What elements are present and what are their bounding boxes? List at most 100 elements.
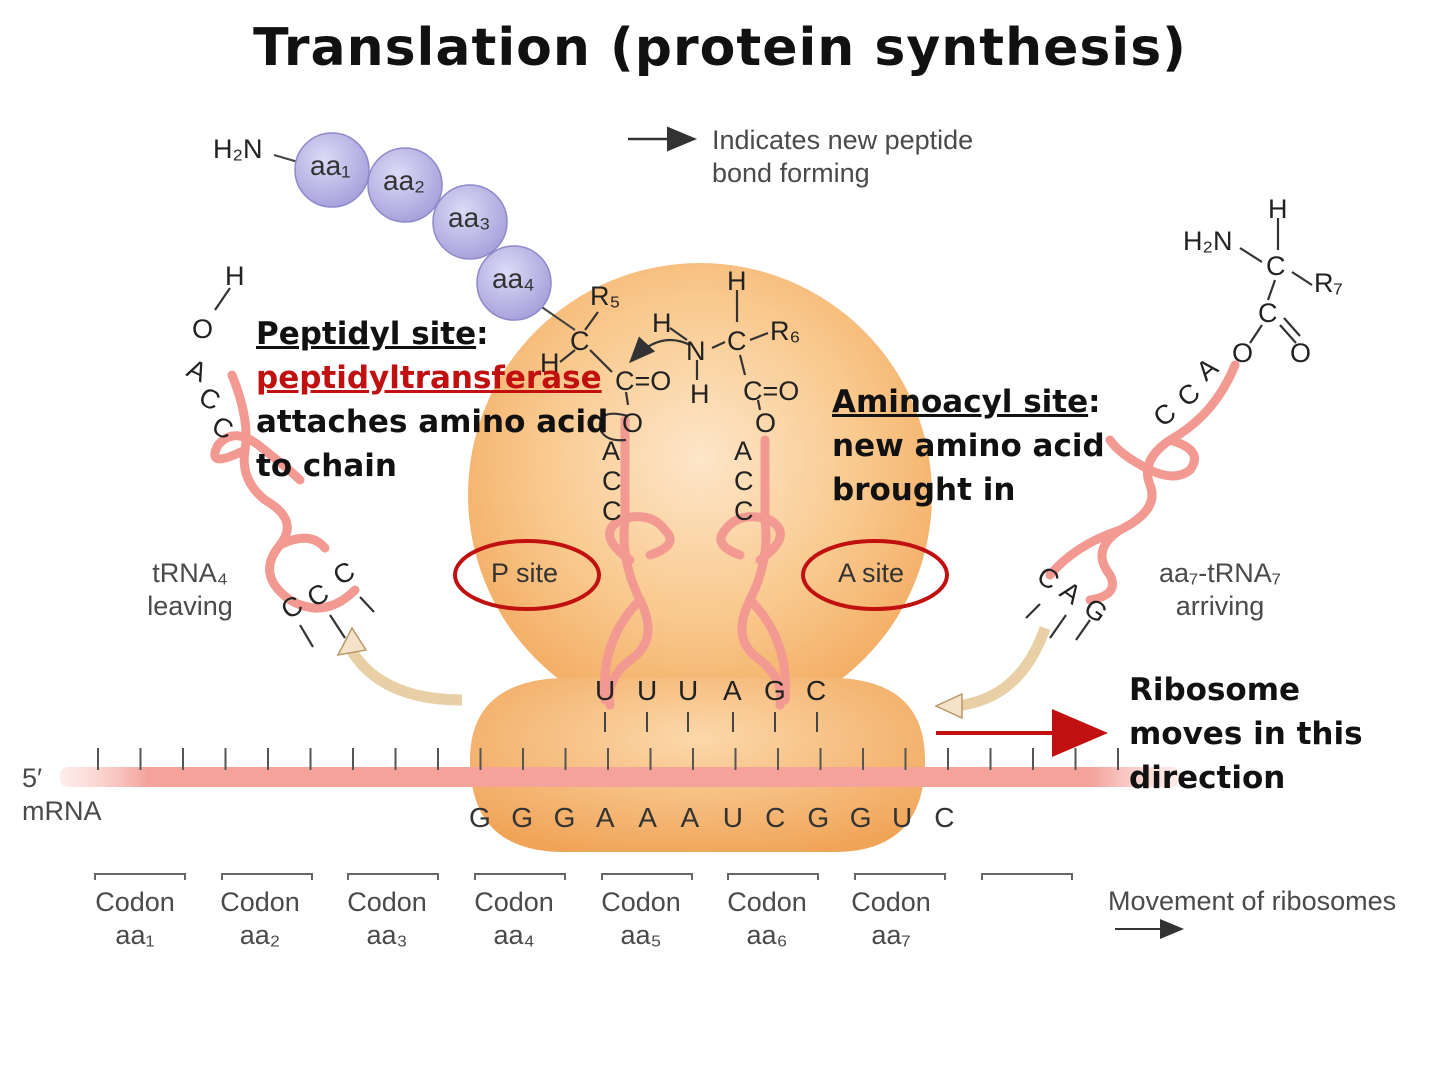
legend-line-1: Indicates new peptide: [712, 125, 974, 155]
legend-text: Indicates new peptide bond forming: [712, 124, 973, 190]
codon-bracket: [221, 873, 313, 880]
codon-bracket: [474, 873, 566, 880]
leaving-h-label: H: [225, 261, 245, 291]
codon-amino-acid: aa₃: [366, 920, 408, 950]
mrna-base: C: [765, 802, 785, 833]
peptidyl-o-label: O: [622, 408, 643, 438]
arriving-acceptor-letter: C: [1172, 377, 1206, 413]
p-site-trna: [599, 415, 675, 710]
ribosome-anticodon-letter: A: [723, 675, 742, 706]
bead-label-aa2: aa₂: [383, 165, 426, 196]
codon-bracket: [854, 873, 946, 880]
r7-h-label: H: [1268, 194, 1288, 224]
r7-h2n-label: H₂N: [1183, 226, 1232, 256]
r7-ester-o-label: O: [1232, 338, 1253, 368]
codon-word: Codon: [474, 887, 554, 917]
leaving-curved-arrow-head: [336, 626, 368, 657]
mrna-base: A: [596, 802, 615, 833]
arriving-curved-arrow-head: [934, 692, 963, 720]
leaving-o-label: O: [192, 314, 213, 344]
codon-bracket: [347, 873, 439, 880]
codon-bracket: [981, 873, 1073, 880]
legend-line-2: bond forming: [712, 158, 870, 188]
mrna-base: G: [850, 802, 872, 833]
mrna-base: G: [554, 802, 576, 833]
mrna-strand: [60, 767, 1180, 787]
chemistry-bonds: [214, 218, 1313, 648]
mrna-base: A: [681, 802, 700, 833]
mrna-name-label: mRNA: [22, 796, 102, 826]
peptide-chain: [273, 132, 576, 331]
p-site-ring: [453, 539, 601, 611]
ribosome-direction-callout: Ribosome moves in this direction: [1129, 668, 1363, 800]
r6-label: R₆: [770, 316, 800, 346]
codon-bracket: [601, 873, 693, 880]
nh-h-label: H: [652, 308, 672, 338]
codon-word: Codon: [95, 887, 175, 917]
bead-label-aa4: aa₄: [492, 263, 535, 294]
bead-label-aa3: aa₃: [448, 202, 491, 233]
codon-amino-acid: aa₅: [620, 920, 662, 950]
a-acceptor-letter: C: [734, 496, 754, 526]
nh-lower-h-label: H: [690, 379, 710, 409]
a-site-label: A site: [838, 558, 905, 588]
a-acceptor-letter: C: [734, 466, 754, 496]
peptidyl-h-label: H: [540, 348, 560, 378]
peptidyl-colon: :: [476, 316, 489, 352]
trna-leaving-label: tRNA₄ leaving: [140, 557, 240, 623]
mrna-base: U: [892, 802, 912, 833]
trna-leaving-line-1: tRNA₄: [152, 558, 228, 588]
peptide-bead-aa3: [432, 184, 508, 260]
peptidyl-c-label: C: [570, 326, 590, 356]
p-site-label: P site: [491, 558, 559, 588]
ribosome-line-3: direction: [1129, 760, 1286, 796]
codon-amino-acid: aa₆: [746, 920, 788, 950]
ribosome-large-subunit: [468, 263, 932, 727]
mrna-base: A: [638, 802, 657, 833]
peptide-bead-aa2: [367, 147, 443, 223]
ribosome-line-2: moves in this: [1129, 716, 1363, 752]
ribosome-small-subunit: [470, 678, 925, 852]
ribosome-anticodon-letter: U: [637, 675, 657, 706]
trna-arriving-line-2: arriving: [1175, 591, 1265, 621]
codon-amino-acid: aa₁: [115, 920, 155, 950]
codon-word: Codon: [727, 887, 807, 917]
peptidyl-site-callout: Peptidyl site: peptidyltransferase attac…: [256, 312, 608, 488]
alpha-c-label: C: [727, 326, 747, 356]
trna-arriving-label: aa₇-tRNA₇ arriving: [1145, 557, 1295, 623]
mrna-label: 5′ mRNA: [22, 762, 102, 828]
mrna-ticks: [97, 748, 1119, 770]
mrna-base: G: [469, 802, 491, 833]
trna-leaving-line-2: leaving: [147, 591, 233, 621]
r7-carbonyl-c-label: C: [1258, 298, 1278, 328]
mrna-base: G: [807, 802, 829, 833]
peptidyl-line-4: to chain: [256, 448, 397, 484]
codon-word: Codon: [347, 887, 427, 917]
leaving-trna: [210, 370, 360, 613]
peptide-bead-aa4: [476, 245, 552, 321]
codon-bracket: [94, 873, 186, 880]
arriving-acceptor-letter: C: [1148, 397, 1182, 433]
peptidyl-c-eq-o-label: C=O: [615, 366, 671, 396]
aminoacyl-colon: :: [1088, 384, 1101, 420]
codon-bracket: [727, 873, 819, 880]
aminoacyl-line-2: new amino acid: [832, 428, 1105, 464]
p-acceptor-letter: A: [602, 436, 620, 466]
peptidyltransferase-label: peptidyltransferase: [256, 360, 602, 396]
codon-amino-acid: aa₄: [493, 920, 535, 950]
codon-word: Codon: [220, 887, 300, 917]
a-site-trna: [716, 435, 791, 710]
ribosome-anticodon-letter: C: [806, 675, 826, 706]
r7-label: R₇: [1314, 268, 1343, 298]
peptide-terminal-label: H₂N: [213, 134, 263, 164]
codon-amino-acid: aa₇: [871, 920, 911, 950]
